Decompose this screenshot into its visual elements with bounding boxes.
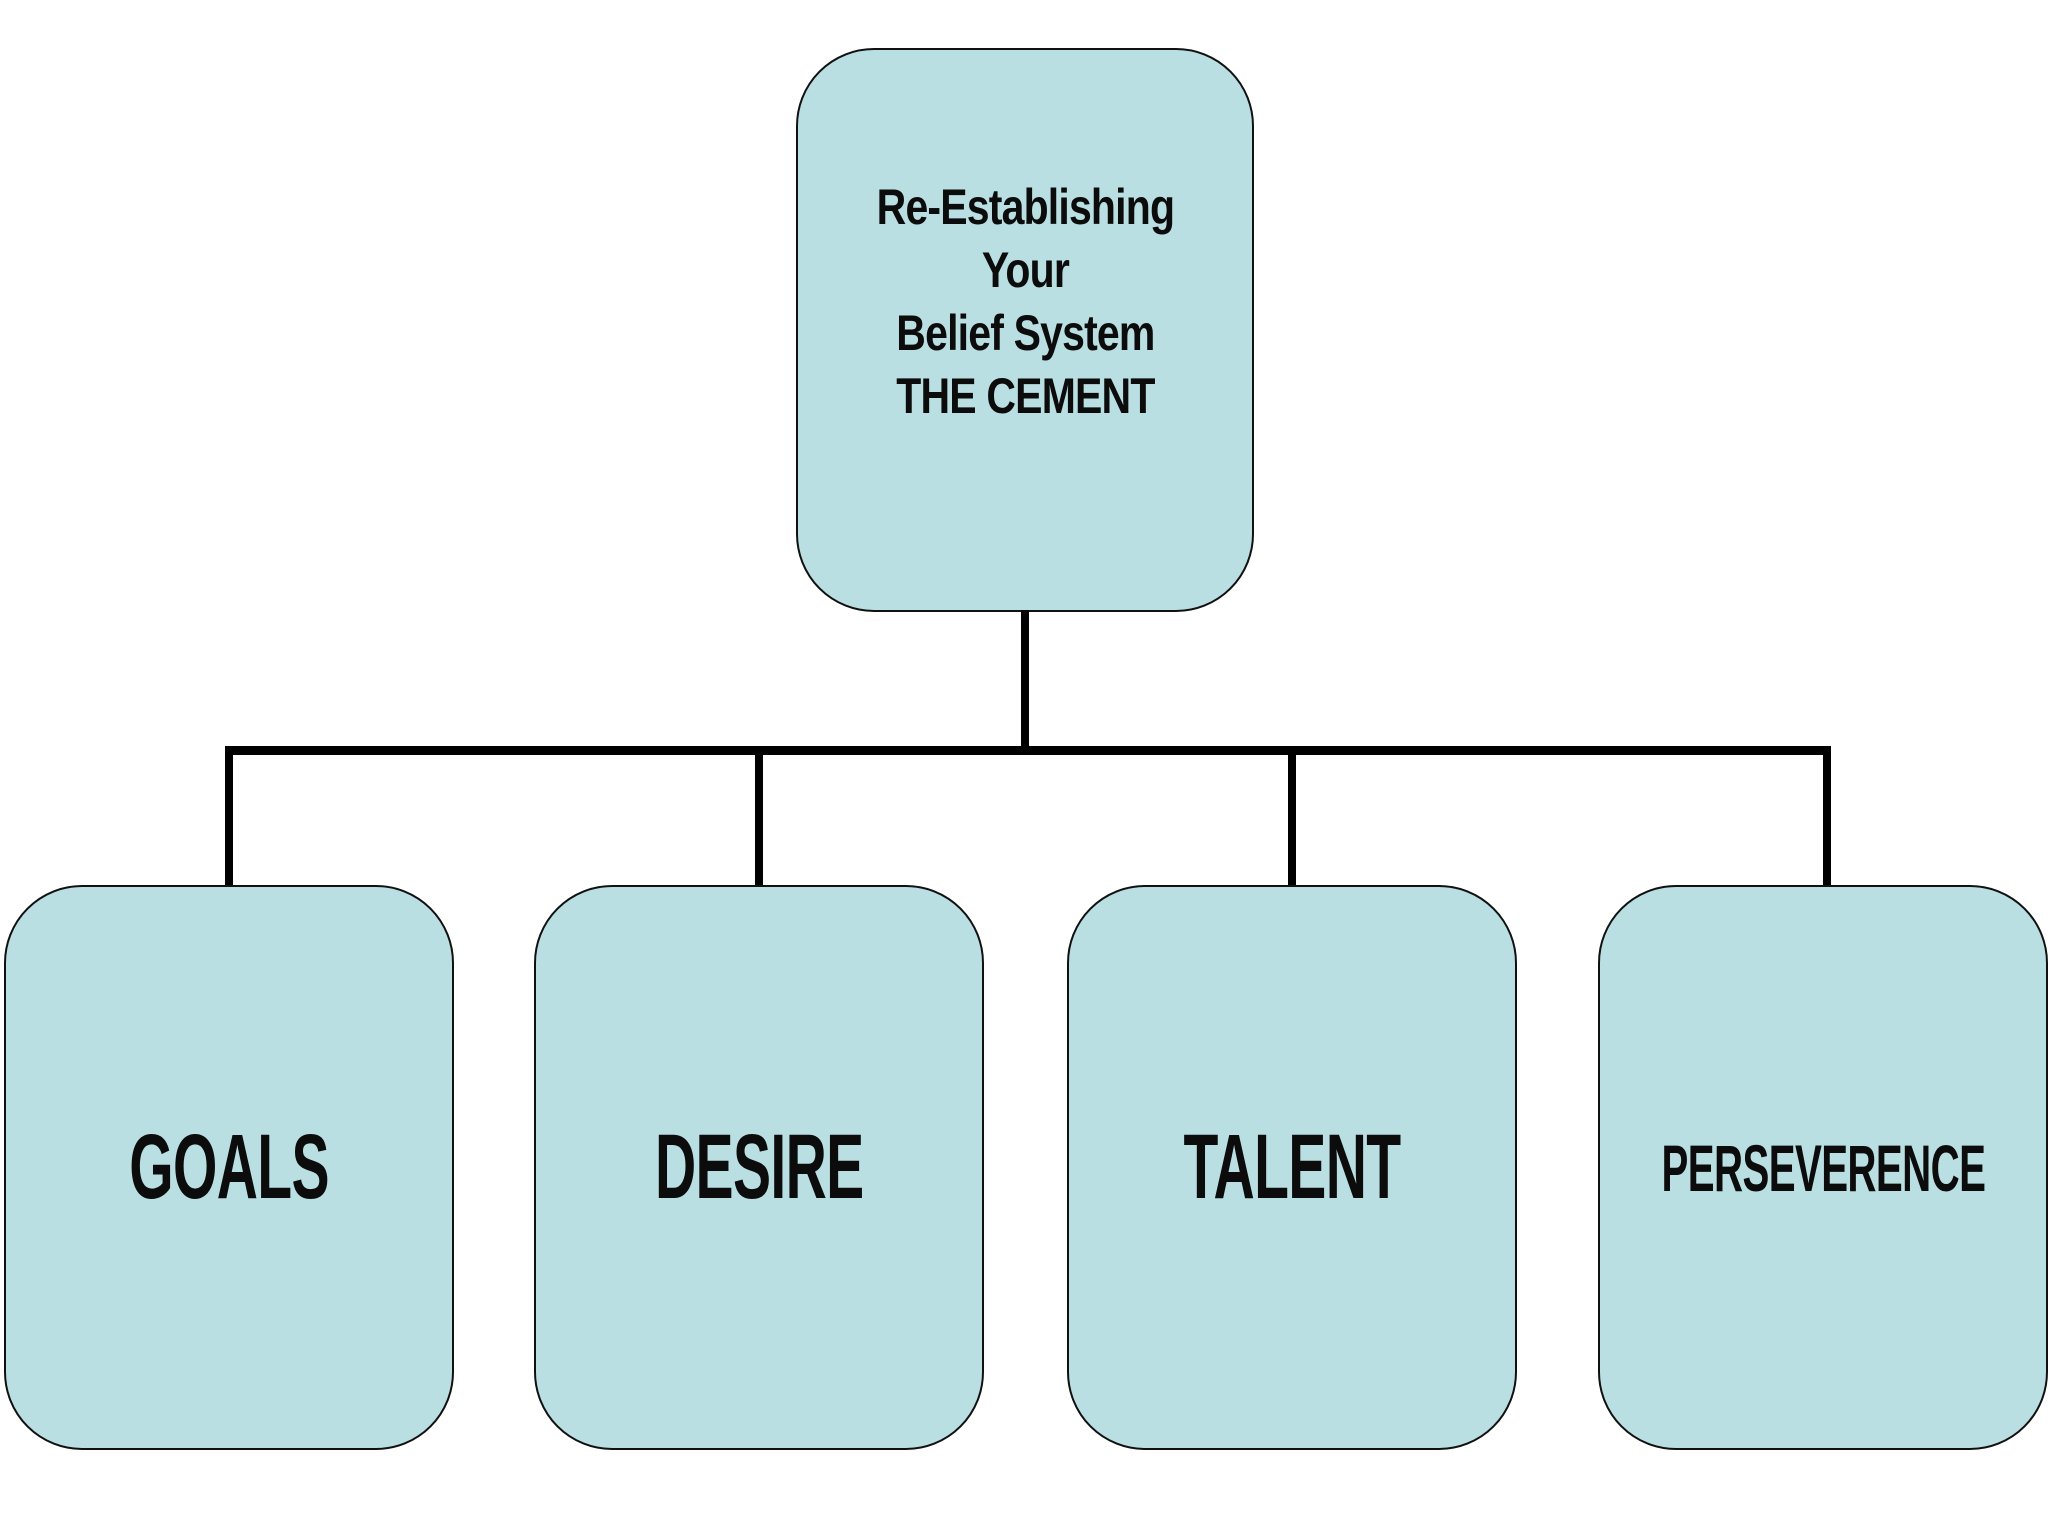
connector-stub-talent xyxy=(1288,746,1296,887)
child-node-desire: DESIRE xyxy=(534,885,984,1450)
connector-horizontal-rail xyxy=(225,746,1831,755)
root-line-3: Belief System xyxy=(895,305,1155,361)
child-node-goals: GOALS xyxy=(4,885,454,1450)
child-node-talent: TALENT xyxy=(1067,885,1517,1450)
child-label-desire: DESIRE xyxy=(654,1116,864,1218)
root-node-text: Re-Establishing Your Belief System THE C… xyxy=(876,176,1174,428)
root-line-4: THE CEMENT xyxy=(895,368,1155,424)
root-line-1: Re-Establishing xyxy=(876,179,1174,235)
child-label-perseverence: PERSEVERENCE xyxy=(1661,1130,1985,1205)
connector-root-stem xyxy=(1021,610,1029,750)
connector-stub-goals xyxy=(225,746,233,887)
child-label-talent: TALENT xyxy=(1183,1116,1401,1218)
connector-stub-desire xyxy=(755,746,763,887)
child-label-goals: GOALS xyxy=(129,1116,329,1218)
root-line-2: Your xyxy=(981,242,1069,298)
child-node-perseverence: PERSEVERENCE xyxy=(1598,885,2048,1450)
root-node-belief-system: Re-Establishing Your Belief System THE C… xyxy=(796,48,1254,612)
connector-stub-perseverence xyxy=(1823,746,1831,887)
